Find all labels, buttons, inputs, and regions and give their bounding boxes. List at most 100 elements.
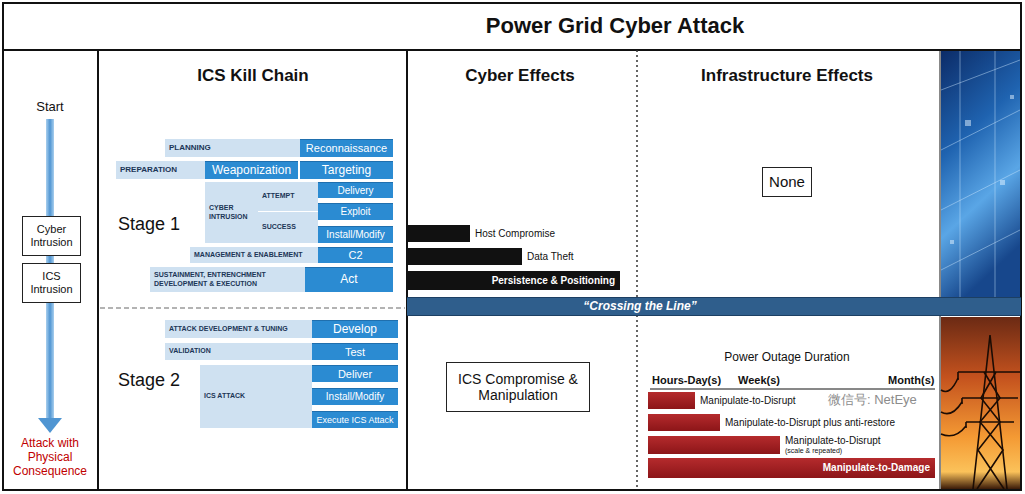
stage-divider bbox=[100, 307, 405, 309]
node-text: Develop bbox=[333, 323, 377, 337]
label-text: Infrastructure Effects bbox=[701, 66, 873, 86]
outage-bar: Manipulate-to-Disrupt(scale & repeated) bbox=[648, 436, 780, 454]
kill-chain-step: Reconnaissance bbox=[300, 139, 393, 157]
node-text: “Crossing the Line” bbox=[583, 300, 696, 314]
label-text: Hours-Day(s) bbox=[652, 374, 721, 387]
node-text: ATTACK DEVELOPMENT & TUNING bbox=[169, 325, 288, 333]
node-text: Delivery bbox=[337, 185, 373, 197]
effect-bar: Host Compromise bbox=[408, 225, 470, 242]
bar-caption: Data Theft bbox=[527, 248, 574, 265]
column-rule bbox=[406, 50, 408, 490]
node-text: C2 bbox=[348, 249, 362, 262]
node-text: None bbox=[769, 173, 805, 190]
phase-band: ATTEMPT bbox=[258, 182, 318, 211]
kill-chain-step: C2 bbox=[318, 247, 393, 263]
node-text: Cyber Intrusion bbox=[26, 223, 77, 248]
label-text: Power Outage Duration bbox=[724, 351, 849, 365]
node-text: Exploit bbox=[340, 206, 370, 218]
label-text: Stage 1 bbox=[118, 214, 180, 235]
label-text: ICS Kill Chain bbox=[197, 66, 308, 86]
kill-chain-step: Weaponization bbox=[205, 161, 298, 179]
outage-bar: Manipulate-to-Damage bbox=[648, 458, 935, 478]
node-text: ICS Intrusion bbox=[26, 270, 77, 295]
node-text: PREPARATION bbox=[120, 165, 177, 174]
phase-band: PREPARATION bbox=[116, 161, 205, 179]
node-text: (scale & repeated) bbox=[785, 447, 881, 455]
node-text: Host Compromise bbox=[475, 228, 555, 240]
node-text: Weaponization bbox=[212, 164, 291, 178]
kill-chain-step: Targeting bbox=[300, 161, 393, 179]
node-text: Manipulate-to-Disrupt plus anti-restore bbox=[725, 417, 895, 429]
effect-bar: Data Theft bbox=[408, 248, 522, 265]
node-text: Test bbox=[345, 346, 365, 359]
outage-bar: Manipulate-to-Disrupt plus anti-restore bbox=[648, 414, 720, 431]
node-text: PLANNING bbox=[169, 143, 211, 152]
node-text: SUCCESS bbox=[262, 223, 296, 231]
phase-band: MANAGEMENT & ENABLEMENT bbox=[190, 247, 318, 263]
kill-chain-step: Install/Modify bbox=[318, 226, 393, 243]
phase-band: VALIDATION bbox=[165, 343, 312, 360]
progress-arrowhead bbox=[38, 418, 62, 433]
node-text: SUSTAINMENT, ENTRENCHMENT DEVELOPMENT & … bbox=[154, 271, 301, 287]
node-text: Data Theft bbox=[527, 251, 574, 263]
title-rule bbox=[3, 49, 1021, 51]
label-text: Start bbox=[36, 100, 63, 115]
phase-band: ATTACK DEVELOPMENT & TUNING bbox=[165, 320, 312, 338]
dotted-rule bbox=[636, 50, 638, 490]
node-text: Manipulate-to-Damage bbox=[823, 462, 930, 474]
node-text: Manipulate-to-Disrupt bbox=[785, 435, 881, 447]
phase-band: SUCCESS bbox=[258, 212, 318, 243]
bar-caption: Manipulate-to-Disrupt plus anti-restore bbox=[725, 414, 895, 431]
watermark: 微信号: NetEye bbox=[828, 393, 917, 408]
label-text: Cyber Effects bbox=[465, 66, 575, 86]
crossing-band: “Crossing the Line” bbox=[407, 297, 1021, 316]
node-text: Reconnaissance bbox=[306, 142, 387, 155]
outlined-box: None bbox=[762, 167, 812, 197]
kill-chain-step: Act bbox=[305, 267, 393, 292]
diagram-title: Power Grid Cyber Attack bbox=[486, 13, 744, 38]
label-text: Stage 2 bbox=[118, 370, 180, 391]
kill-chain-step: Install/Modify bbox=[312, 388, 398, 405]
network-picture bbox=[941, 51, 1020, 297]
node-text: ICS ATTACK bbox=[204, 392, 245, 400]
node-text: VALIDATION bbox=[169, 347, 211, 355]
label-text: Week(s) bbox=[738, 374, 780, 387]
kill-chain-step: Delivery bbox=[318, 182, 393, 198]
bar-caption: Manipulate-to-Disrupt bbox=[700, 392, 796, 409]
column-rule bbox=[940, 50, 941, 490]
node-text: CYBER INTRUSION bbox=[209, 204, 254, 220]
outage-bar: Manipulate-to-Disrupt bbox=[648, 392, 695, 409]
node-text: ATTEMPT bbox=[262, 192, 295, 200]
phase-band: ICS ATTACK bbox=[200, 365, 312, 428]
label-text: Attack with Physical Consequence bbox=[6, 437, 94, 478]
kill-chain-step: Execute ICS Attack bbox=[312, 411, 398, 428]
phase-band: CYBER INTRUSION bbox=[205, 182, 258, 243]
node-text: Install/Modify bbox=[326, 229, 384, 241]
node-text: Targeting bbox=[322, 164, 371, 178]
outer-frame bbox=[3, 3, 1021, 490]
node-text: Manipulate-to-Disrupt bbox=[700, 395, 796, 407]
phase-band: PLANNING bbox=[165, 139, 300, 157]
node-text: Deliver bbox=[338, 368, 372, 381]
column-rule bbox=[97, 50, 99, 490]
bar-caption: Manipulate-to-Disrupt(scale & repeated) bbox=[785, 436, 881, 454]
kill-chain-step: Develop bbox=[312, 320, 398, 338]
pylon-picture bbox=[941, 317, 1020, 489]
node-text: Execute ICS Attack bbox=[316, 415, 393, 425]
outlined-box: Cyber Intrusion bbox=[22, 216, 81, 256]
label-text: Month(s) bbox=[888, 374, 934, 387]
outlined-box: ICS Intrusion bbox=[22, 263, 81, 303]
effect-bar: Persistence & Positioning bbox=[408, 271, 620, 290]
kill-chain-step: Test bbox=[312, 343, 398, 360]
kill-chain-step: Exploit bbox=[318, 203, 393, 220]
bar-caption: Host Compromise bbox=[475, 225, 555, 242]
node-text: ICS Compromise & Manipulation bbox=[450, 371, 586, 403]
node-text: Act bbox=[340, 273, 357, 287]
outlined-box: ICS Compromise & Manipulation bbox=[446, 362, 590, 412]
kill-chain-step: Deliver bbox=[312, 365, 398, 382]
node-text: Persistence & Positioning bbox=[492, 275, 615, 287]
timeline-axis bbox=[650, 389, 935, 390]
node-text: MANAGEMENT & ENABLEMENT bbox=[194, 251, 303, 259]
node-text: Install/Modify bbox=[326, 391, 384, 403]
